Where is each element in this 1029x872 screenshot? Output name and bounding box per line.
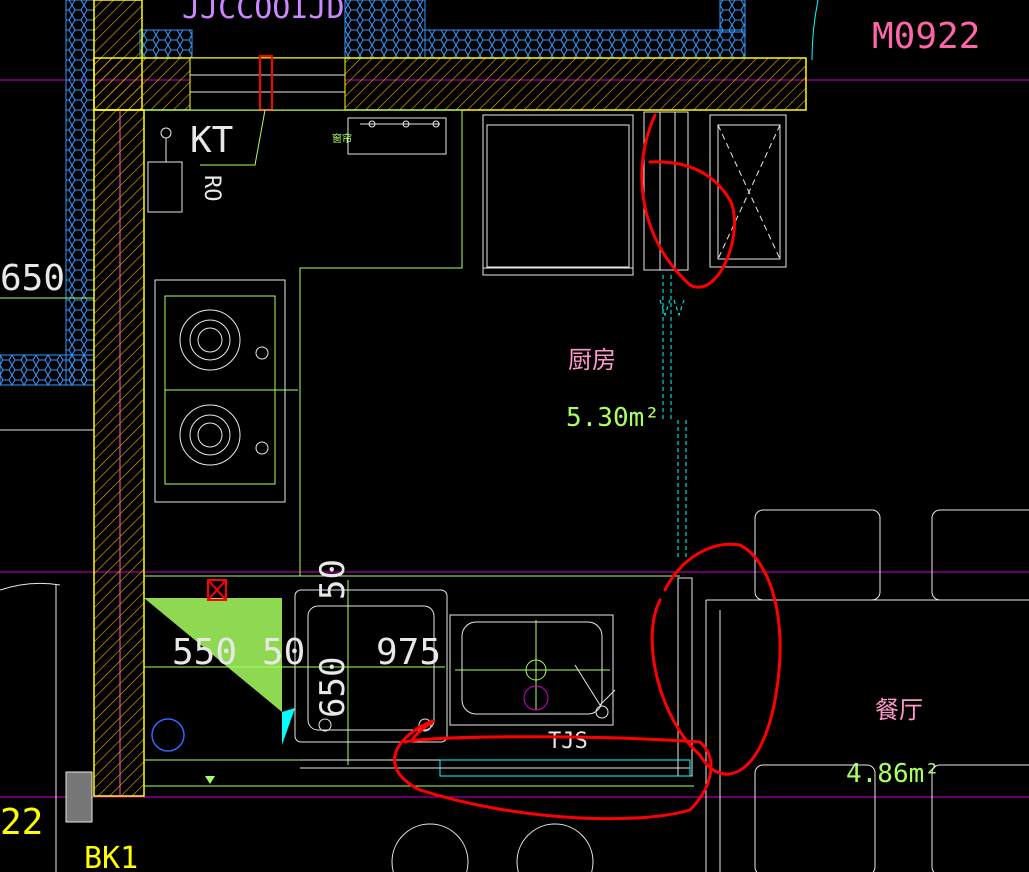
kitchen-sink: [449, 614, 616, 726]
door-track: [659, 275, 687, 560]
left-number: 22: [0, 802, 43, 843]
dim-vertical-50: 50: [313, 559, 353, 600]
left-room-outline: [0, 429, 94, 872]
door-arc: [811, 0, 819, 61]
arrow-marker: [205, 776, 215, 784]
tiny-label: 窗帘: [332, 132, 352, 145]
dim-975: 975: [376, 632, 441, 673]
red-markup-annotations: [393, 113, 782, 821]
kitchen-area: 5.30m²: [566, 403, 660, 433]
wall-shelf: [347, 117, 447, 155]
dining-area: 4.86m²: [846, 759, 940, 789]
top-label: JJCCOOIJD: [182, 0, 345, 26]
kitchen-room-name: 厨房: [568, 346, 616, 374]
sliding-door: [643, 111, 689, 271]
structural-walls: [93, 0, 807, 797]
counter-outline: [144, 109, 694, 787]
dimension-wedge-cyan: [282, 708, 295, 745]
red-marker: [207, 579, 227, 601]
bk1-tag: BK1: [84, 841, 138, 872]
kt-unit: [147, 109, 266, 213]
door-tag: M0922: [872, 16, 980, 57]
dimension-wedge: [144, 598, 282, 712]
dim-50: 50: [262, 632, 305, 673]
grid-lines: [0, 79, 1029, 798]
left-dim-label: 650: [0, 258, 65, 299]
dim-550: 550: [172, 632, 237, 673]
dishwasher: [294, 589, 448, 743]
floor-drain: [151, 718, 185, 752]
insulation-walls: [0, 0, 746, 386]
kt-sub-label: RO: [199, 175, 224, 202]
kt-label: KT: [190, 120, 233, 161]
dim-vertical-650: 650: [313, 657, 353, 718]
bottom-stools: [391, 823, 594, 872]
storage-cabinet: [709, 114, 787, 268]
dining-furniture: [705, 509, 1029, 872]
dining-room-name: 餐厅: [875, 696, 923, 724]
gas-stove: [154, 279, 298, 503]
sink-tag: TJS: [548, 729, 588, 754]
refrigerator: [482, 114, 634, 276]
kitchen-door-frame: [300, 577, 693, 777]
